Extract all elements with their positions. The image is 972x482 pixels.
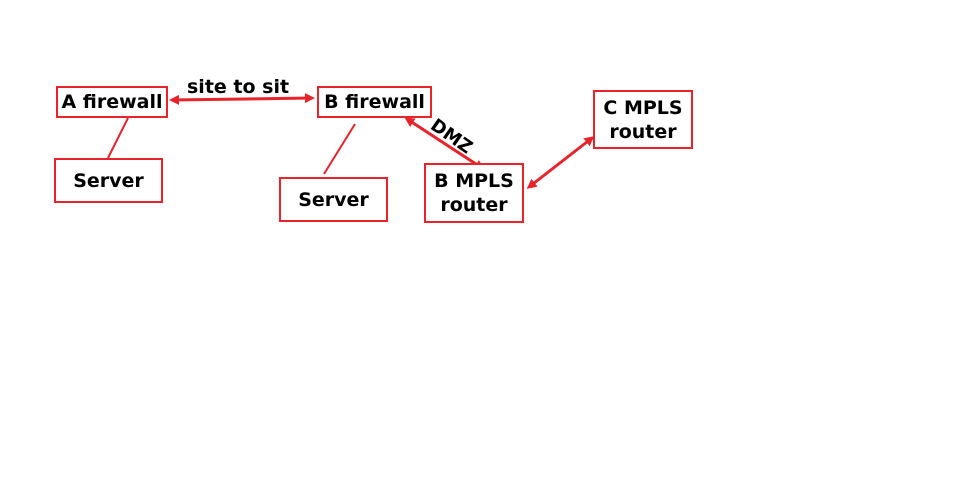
b-firewall-server-link [323, 123, 356, 175]
a-firewall-node: A firewall [56, 86, 168, 118]
b-mpls-router-node: B MPLS router [424, 163, 524, 223]
site-to-site-label: site to sit [187, 76, 290, 98]
a-firewall-server-link [107, 117, 129, 159]
b-server-node: Server [279, 177, 388, 222]
mpls-link-arrow [526, 136, 595, 189]
b-firewall-node: B firewall [317, 86, 432, 118]
site-to-site-arrow [169, 93, 315, 105]
a-server-node: Server [54, 158, 163, 203]
dmz-arrow [404, 117, 485, 170]
dmz-label: DMZ [426, 115, 476, 159]
c-mpls-router-node: C MPLS router [593, 90, 693, 149]
